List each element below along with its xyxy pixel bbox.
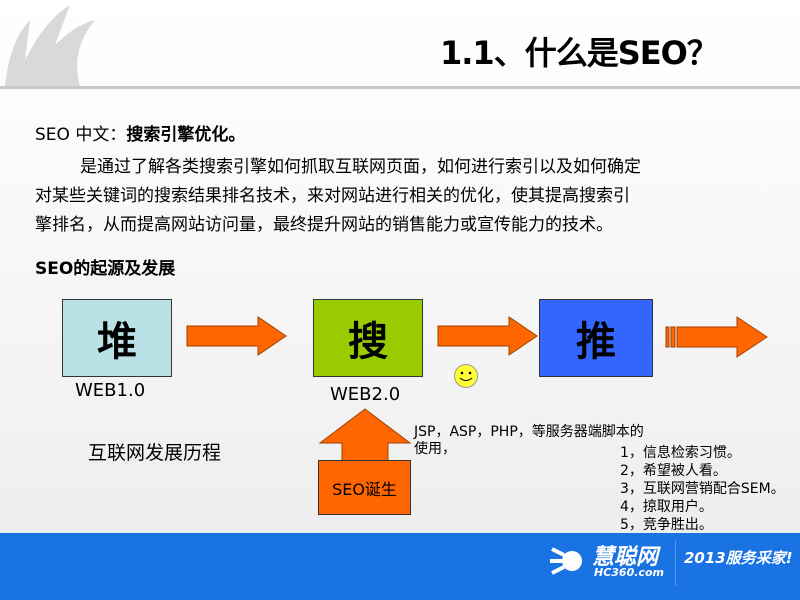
striped-right-arrow-icon (665, 316, 768, 358)
footer-bar: 慧聪网 HC360.com 2013服务采家! (0, 533, 800, 600)
reason-item: 5，竞争胜出。 (620, 517, 713, 533)
note-line: 使用， (414, 441, 456, 457)
footer-divider (675, 541, 676, 586)
reason-item: 1，信息检索习惯。 (620, 445, 741, 461)
stage-box-web2: 搜 (313, 299, 423, 377)
up-arrow-icon (318, 408, 412, 462)
page-title: 1.1、什么是SEO？ (440, 34, 719, 72)
footer-slogan: 2013服务采家! (684, 549, 793, 567)
reason-item: 2，希望被人看。 (620, 463, 727, 479)
stage-char: 堆 (97, 319, 137, 365)
intro-paragraph-line: 擎排名，从而提高网站访问量，最终提升网站的销售能力或宣传能力的技术。 (35, 215, 613, 235)
diagram-caption: 互联网发展历程 (88, 442, 222, 464)
stage-label: WEB1.0 (75, 380, 146, 401)
intro-term: 搜索引擎优化。 (126, 125, 246, 145)
reasons-list: 1，信息检索习惯。 2，希望被人看。 3，互联网营销配合SEM。 4，掠取用户。… (620, 444, 785, 534)
smiley-icon (454, 364, 478, 388)
intro-line: SEO 中文：搜索引擎优化。 (35, 120, 245, 145)
reason-item: 3，互联网营销配合SEM。 (620, 481, 785, 497)
reason-item: 4，掠取用户。 (620, 499, 713, 515)
section-heading: SEO的起源及发展 (35, 259, 176, 279)
intro-paragraph-line: 对某些关键词的搜索结果排名技术，来对网站进行相关的优化，使其提高搜索引 (35, 186, 630, 206)
logo-watermark-icon (5, 5, 95, 86)
hc360-logo-icon (550, 547, 582, 575)
stage-char: 搜 (348, 319, 388, 365)
intro-label: SEO 中文： (35, 125, 127, 145)
stage-box-push: 推 (539, 299, 653, 377)
right-arrow-icon (437, 316, 538, 356)
stage-char: 推 (576, 319, 616, 365)
server-script-note: JSP，ASP，PHP，等服务器端脚本的使用， (414, 424, 644, 458)
note-line: JSP，ASP，PHP，等服务器端脚本的 (414, 424, 644, 440)
intro-paragraph-line: 是通过了解各类搜索引擎如何抓取互联网页面，如何进行索引以及如何确定 (80, 157, 641, 177)
footer-domain: HC360.com (594, 566, 664, 579)
stage-label: WEB2.0 (330, 384, 401, 405)
stage-box-web1: 堆 (62, 299, 172, 377)
title-divider (0, 86, 800, 89)
footer-logo-text: 慧聪网 (592, 545, 659, 570)
seo-birth-label: SEO诞生 (332, 479, 397, 499)
right-arrow-icon (186, 316, 287, 356)
seo-birth-box: SEO诞生 (318, 460, 411, 515)
